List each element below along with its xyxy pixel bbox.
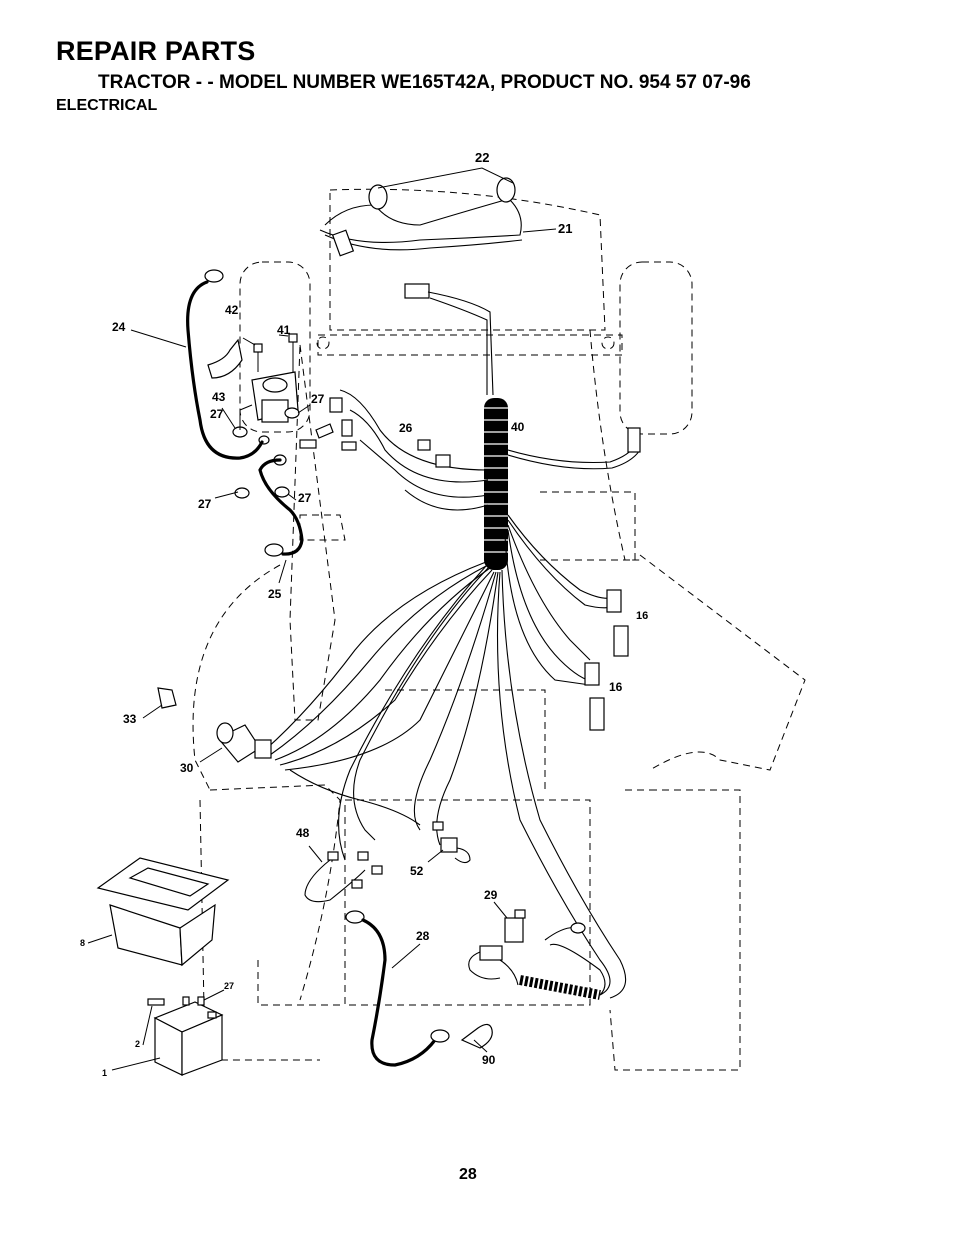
battery-tray: [87, 857, 230, 967]
seat-switch-harness: [304, 821, 471, 903]
callout-label: 43: [212, 390, 226, 404]
callout-label: 27: [311, 392, 325, 406]
terminal-boot: [460, 1023, 493, 1053]
callout-label: 33: [123, 712, 137, 726]
small-connectors: [299, 397, 451, 468]
section-heading: ELECTRICAL: [56, 97, 158, 114]
corrugated-loom: [484, 398, 508, 570]
callout-label: 22: [475, 150, 489, 165]
callout-label: 27: [224, 981, 234, 991]
callout-label: 2: [135, 1039, 140, 1049]
callout-label: 8: [80, 938, 85, 948]
callout-label: 41: [277, 323, 291, 337]
callout-label: 16: [609, 680, 623, 694]
main-harness: [264, 283, 641, 999]
pto-switch: [468, 901, 606, 1000]
ignition-switch: [142, 687, 272, 763]
model-subtitle: TRACTOR - - MODEL NUMBER WE165T42A, PROD…: [98, 72, 751, 93]
ground-cable-25: [258, 458, 304, 584]
callout-label: 28: [416, 929, 430, 943]
callout-label: 21: [558, 221, 572, 236]
callout-label: 48: [296, 826, 310, 840]
callout-label: 90: [482, 1053, 496, 1067]
callout-label: 27: [210, 407, 224, 421]
callout-label: 25: [268, 587, 282, 601]
callout-label: 29: [484, 888, 498, 902]
battery-cable-24: [130, 269, 264, 460]
headlight-harness: [319, 167, 557, 257]
tractor-outline: [192, 188, 806, 1071]
callout-label: 52: [410, 864, 424, 878]
callout-label: 27: [198, 497, 212, 511]
solenoid-assembly: [207, 333, 311, 501]
page-number: 28: [459, 1166, 477, 1183]
callout-label: 26: [399, 421, 413, 435]
callout-label: 24: [112, 320, 126, 334]
battery: [111, 989, 225, 1076]
callout-label: 30: [180, 761, 194, 775]
callout-label: 42: [225, 303, 239, 317]
battery-cable-28: [345, 910, 450, 1067]
callout-label: 1: [102, 1068, 107, 1078]
callout-label: 40: [511, 420, 525, 434]
callout-labels: 22 21 42 41 24 43 27 27 26 40 27 27 25 1…: [80, 150, 648, 1078]
callout-label: 27: [298, 491, 312, 505]
callout-label: 16: [636, 610, 648, 622]
page-title: REPAIR PARTS: [56, 36, 256, 66]
